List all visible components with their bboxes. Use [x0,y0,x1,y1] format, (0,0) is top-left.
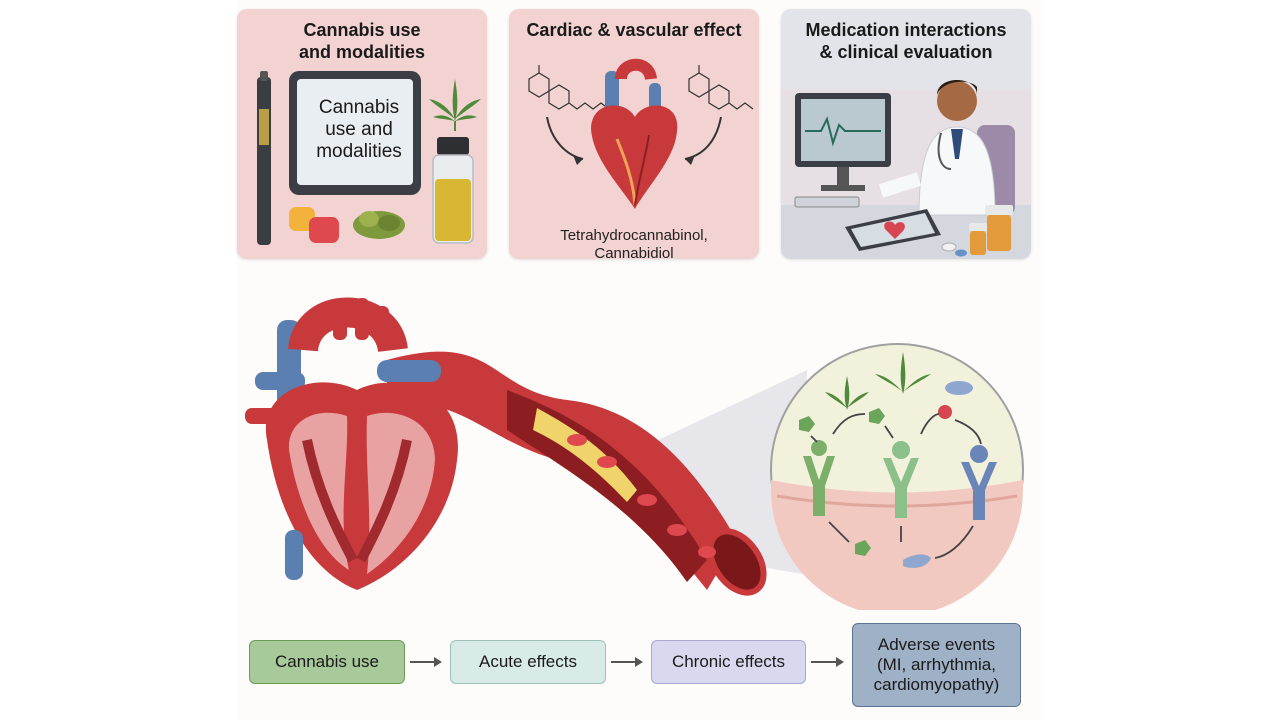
ligand-icon [945,381,973,395]
ligand-icon [855,540,871,556]
flow-step-adverse-events: Adverse events (MI, arrhythmia, cardiomy… [852,623,1021,707]
anatomical-heart-icon [245,297,458,590]
receptor-icon [883,441,919,518]
tablet-heart-icon [845,209,941,251]
panel-title: Cannabis use and modalities [298,20,426,62]
panel-cannabis-use: Cannabis use and modalities Cannabis use… [237,9,487,259]
heart-icon [591,58,678,209]
ligand-icon [869,408,885,424]
receptor-zoom-circle [770,343,1024,610]
ligand-icon [799,416,815,432]
oil-bottle-icon [432,137,474,244]
arrow-left-icon [546,116,584,160]
panel-cardiac-effect: Cardiac & vascular effect Tetrahydrocann… [509,9,759,259]
panel-title: Cardiac & vascular effect [526,20,742,40]
monitor-icon [795,93,891,191]
blood-vessel-icon [387,351,767,596]
keyboard-icon [794,196,860,208]
panel-medication-interactions: Medication interactions & clinical evalu… [781,9,1031,259]
tablet-icon [289,71,421,195]
flow-step-chronic-effects: Chronic effects [651,640,806,684]
vape-pen-icon [257,71,271,245]
pathway-arrows [810,413,982,559]
thc-molecule-icon [528,65,610,110]
pill-bottle-icon [941,205,1013,257]
arrow-right-icon [684,116,722,160]
flow-step-cannabis-use: Cannabis use [249,640,405,684]
flow-arrow-icon [410,657,442,667]
gummies-icon [289,207,339,243]
cannabis-leaf-icon [429,79,481,131]
heart-vessel-illustration [245,297,1024,610]
cannabinoid-caption: Tetrahydrocannabinol, Cannabidiol [560,227,708,259]
cardiac-illustration [528,58,754,209]
panel-title: Medication interactions & clinical evalu… [805,20,1007,62]
flow-step-acute-effects: Acute effects [450,640,606,684]
flow-arrow-icon [811,657,844,667]
doctor-icon [878,80,1015,216]
flow-arrow-icon [611,657,643,667]
ligand-icon [938,405,952,419]
tablet-screen-text: Cannabis use and modalities [316,97,402,162]
cannabis-leaf-icon [825,352,931,410]
cbd-molecule-icon [688,65,754,110]
modalities-illustration [257,71,481,245]
receptor-icon [803,440,835,516]
clinic-illustration [781,80,1031,259]
ligand-icon [903,554,931,568]
cannabis-bud-icon [353,211,405,239]
receptor-icon [961,445,997,520]
